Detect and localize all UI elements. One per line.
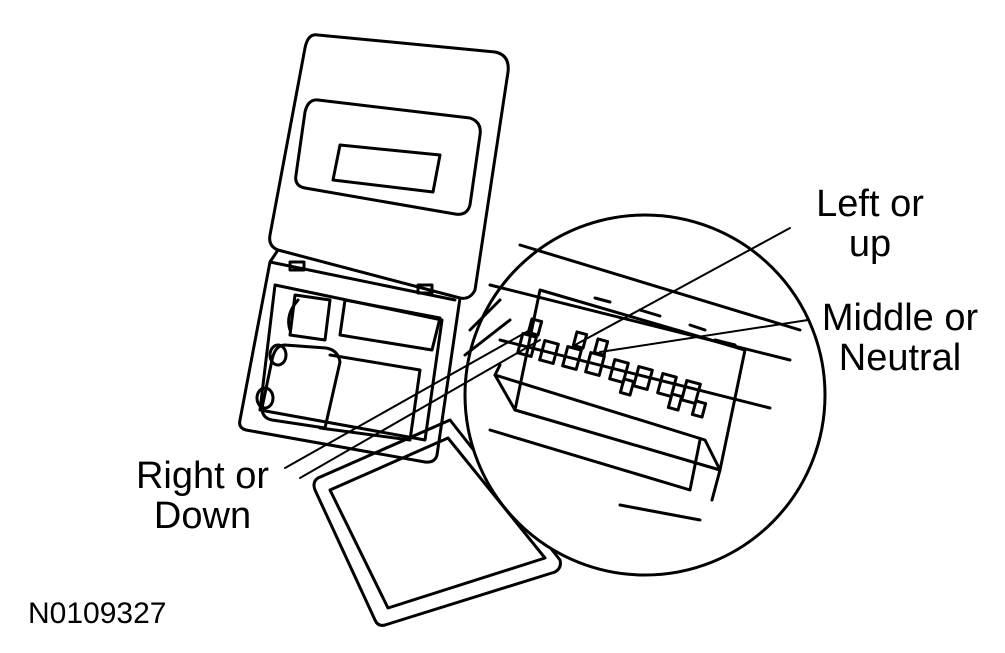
battery bbox=[260, 343, 342, 430]
label-right-or-down: Right or Down bbox=[120, 456, 285, 536]
leader-left-or-up bbox=[574, 227, 791, 346]
label-right-or-down-line1: Right or bbox=[135, 455, 270, 497]
magnifier-circle bbox=[463, 213, 827, 577]
label-right-or-down-line2: Down bbox=[153, 495, 252, 537]
display-bezel bbox=[294, 98, 482, 216]
label-middle-or-neutral-line1: Middle or bbox=[821, 297, 979, 339]
label-left-or-up-line1: Left or bbox=[816, 183, 924, 225]
battery-cover bbox=[312, 418, 562, 627]
figure-id: N0109327 bbox=[28, 597, 167, 630]
leader-right-or-down-1 bbox=[284, 329, 531, 469]
battery-compartment bbox=[238, 248, 462, 464]
label-left-or-up: Left or up bbox=[795, 184, 945, 264]
remote-housing bbox=[268, 33, 510, 300]
leader-middle-or-neutral bbox=[599, 319, 809, 353]
dip-switches bbox=[516, 317, 708, 419]
display-window bbox=[331, 143, 442, 194]
tab-left bbox=[288, 260, 306, 272]
label-middle-or-neutral-line2: Neutral bbox=[838, 337, 962, 379]
label-middle-or-neutral: Middle or Neutral bbox=[810, 298, 990, 378]
tab-right bbox=[416, 283, 434, 295]
leader-right-or-down-2 bbox=[299, 339, 541, 479]
label-left-or-up-line2: up bbox=[848, 223, 892, 265]
